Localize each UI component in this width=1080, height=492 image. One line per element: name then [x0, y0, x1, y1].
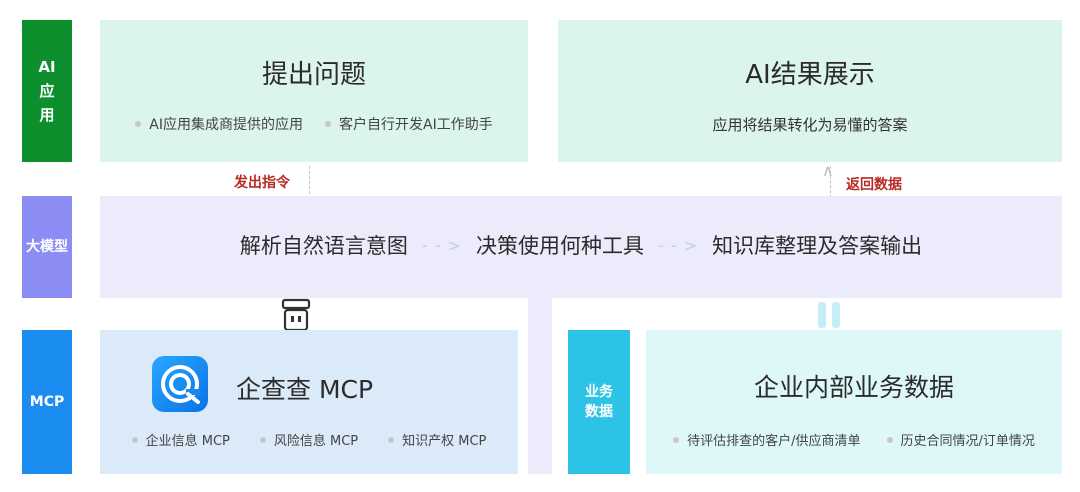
return-data-connector [830, 166, 831, 222]
data-link-bar-left [818, 302, 826, 328]
llm-step-3: 知识库整理及答案输出 [712, 234, 923, 258]
bullet-dot-icon [325, 121, 331, 127]
ask-bullet-2: 客户自行开发AI工作助手 [325, 114, 493, 134]
biz-bullets: 待评估排查的客户/供应商清单 历史合同情况/订单情况 [646, 430, 1062, 449]
row-label-ai-line3: 用 [39, 106, 55, 124]
bullet-dot-icon [673, 436, 680, 443]
flow-arrow-icon: - - > [421, 235, 462, 255]
biz-bullet-1-text: 待评估排查的客户/供应商清单 [687, 434, 861, 449]
ask-bullet-2-text: 客户自行开发AI工作助手 [339, 117, 493, 133]
llm-step-1: 解析自然语言意图 [239, 234, 408, 258]
business-data-box: 企业内部业务数据 待评估排查的客户/供应商清单 历史合同情况/订单情况 [646, 330, 1062, 474]
send-command-connector [309, 166, 310, 224]
row-label-ai-application: AI 应 用 [22, 20, 72, 162]
row-label-biz-line2: 数据 [585, 404, 613, 420]
row-label-llm: 大模型 [22, 196, 72, 298]
return-data-label: 返回数据 [846, 177, 902, 193]
mcp-bullet-2: 风险信息 MCP [259, 430, 359, 449]
row-label-mcp-text: MCP [29, 394, 65, 410]
llm-flow: 解析自然语言意图 - - > 决策使用何种工具 - - > 知识库整理及答案输出 [100, 230, 1062, 260]
row-label-ai-line2: 应 [39, 82, 55, 100]
ask-question-title: 提出问题 [261, 60, 366, 90]
ai-result-box: AI结果展示 应用将结果转化为易懂的答案 [558, 20, 1062, 162]
mcp-bullet-2-text: 风险信息 MCP [273, 434, 359, 449]
llm-step-2: 决策使用何种工具 [476, 234, 644, 258]
biz-bullet-2: 历史合同情况/订单情况 [886, 430, 1035, 449]
flow-arrow-icon: - - > [658, 235, 699, 255]
biz-bullet-1: 待评估排查的客户/供应商清单 [673, 430, 861, 449]
mcp-bullet-3-text: 知识产权 MCP [402, 434, 487, 449]
qichacha-logo-icon [152, 356, 208, 412]
mcp-bullet-1-text: 企业信息 MCP [145, 434, 230, 449]
ask-question-box: 提出问题 AI应用集成商提供的应用 客户自行开发AI工作助手 [100, 20, 528, 162]
row-label-business-data: 业务 数据 [568, 330, 630, 474]
bullet-dot-icon [135, 121, 142, 127]
ai-result-subtitle: 应用将结果转化为易懂的答案 [712, 116, 908, 134]
ai-result-title: AI结果展示 [745, 60, 875, 90]
bullet-dot-icon [131, 436, 138, 443]
bullet-dot-icon [886, 436, 893, 443]
ask-bullet-1-text: AI应用集成商提供的应用 [149, 117, 303, 133]
plug-icon [280, 298, 312, 332]
row-label-llm-text: 大模型 [26, 239, 68, 255]
data-link-bar-right [832, 302, 840, 328]
mcp-bullets: 企业信息 MCP 风险信息 MCP 知识产权 MCP [100, 430, 518, 449]
ask-question-bullets: AI应用集成商提供的应用 客户自行开发AI工作助手 [100, 114, 528, 134]
mcp-bullet-3: 知识产权 MCP [388, 430, 486, 449]
llm-process-band: 解析自然语言意图 - - > 决策使用何种工具 - - > 知识库整理及答案输出 [100, 196, 1062, 298]
arrow-up-icon: ∧ [822, 161, 834, 180]
row-label-ai-line1: AI [38, 58, 56, 76]
row-label-mcp: MCP [22, 330, 72, 474]
bullet-dot-icon [259, 436, 266, 443]
ask-bullet-1: AI应用集成商提供的应用 [135, 114, 303, 134]
row-label-biz-line1: 业务 [585, 384, 613, 400]
qichacha-mcp-title: 企查查 MCP [236, 375, 374, 404]
qichacha-mcp-box: 企查查 MCP 企业信息 MCP 风险信息 MCP 知识产权 MCP [100, 330, 518, 474]
biz-bullet-2-text: 历史合同情况/订单情况 [900, 434, 1035, 449]
business-data-title: 企业内部业务数据 [753, 373, 954, 402]
send-command-label: 发出指令 [234, 175, 290, 191]
mcp-bullet-1: 企业信息 MCP [131, 430, 230, 449]
bullet-dot-icon [388, 436, 395, 443]
llm-connector-column [528, 296, 552, 474]
